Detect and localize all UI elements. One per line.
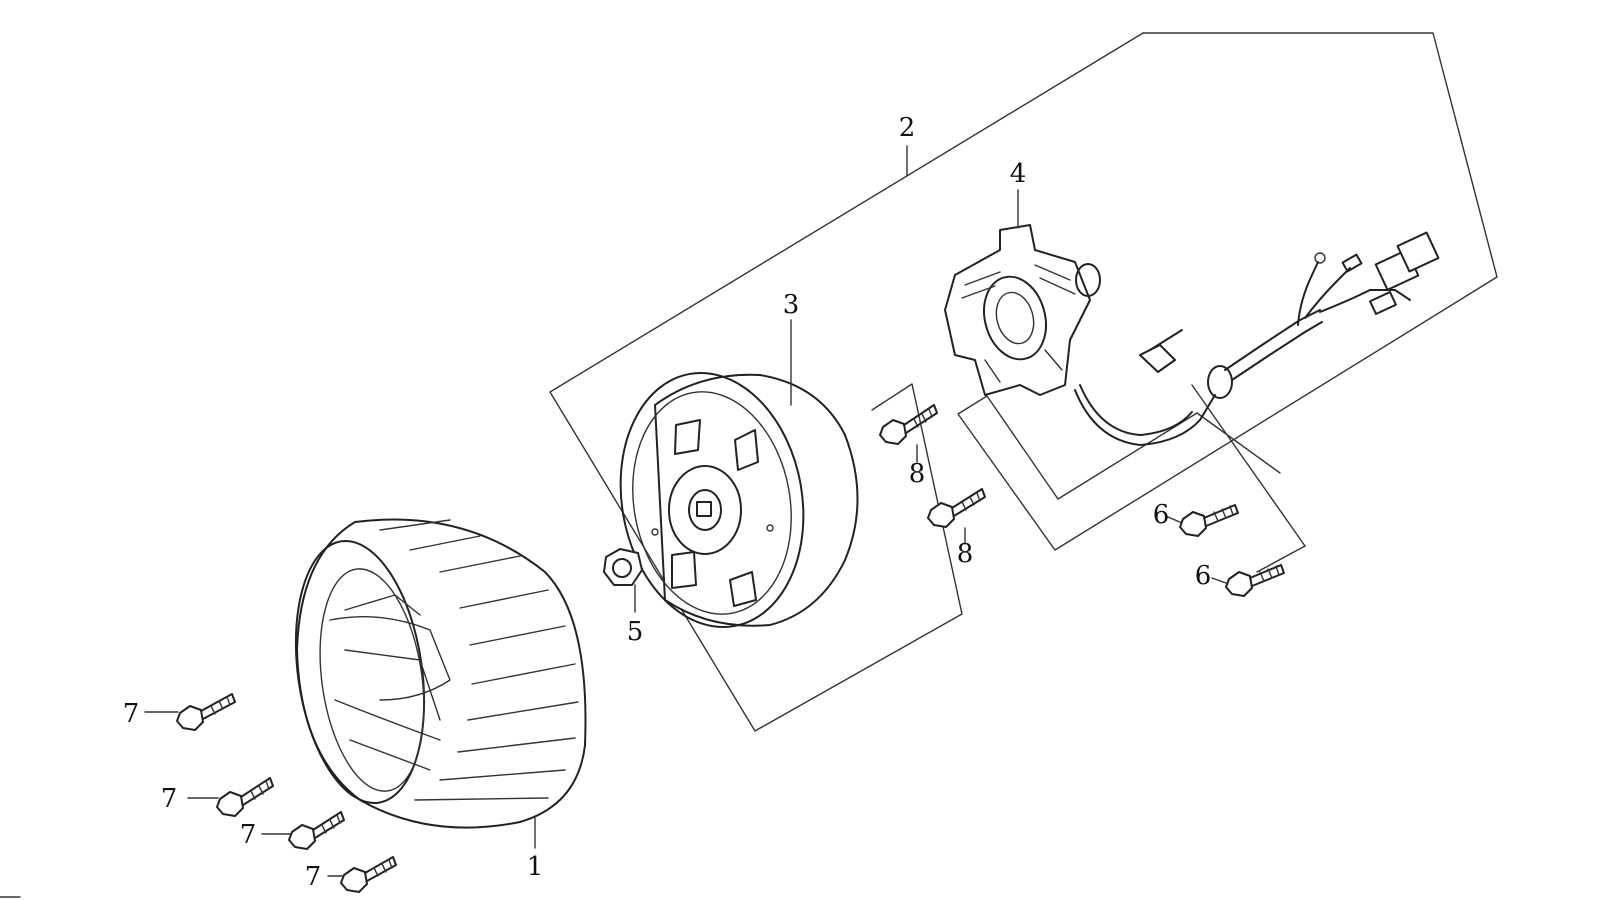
bolt-8-lower bbox=[927, 488, 986, 528]
stator-bolt-upper bbox=[1179, 504, 1239, 537]
callout-7-third: 7 bbox=[240, 820, 257, 850]
stator-with-harness bbox=[944, 224, 1440, 446]
callout-6-upper: 6 bbox=[1153, 500, 1170, 530]
callout-4: 4 bbox=[1010, 159, 1027, 189]
stator-bolt-lower bbox=[1225, 564, 1285, 597]
callout-5: 5 bbox=[627, 617, 644, 647]
cooling-fan bbox=[294, 518, 587, 829]
callout-1: 1 bbox=[527, 852, 544, 882]
callout-8-upper: 8 bbox=[909, 459, 926, 489]
callout-labels: 1 2 3 4 5 6 6 7 7 7 7 8 8 bbox=[123, 113, 1212, 892]
fan-bolt-2 bbox=[216, 777, 274, 817]
fan-bolt-1 bbox=[176, 693, 236, 731]
flywheel-nut bbox=[603, 548, 643, 586]
callout-6-lower: 6 bbox=[1195, 561, 1212, 591]
callout-2: 2 bbox=[899, 113, 916, 143]
callout-8-lower: 8 bbox=[957, 539, 974, 569]
fan-bolt-4 bbox=[340, 856, 397, 893]
callout-7-first: 7 bbox=[123, 699, 140, 729]
leader-lines bbox=[144, 145, 1227, 877]
callout-3: 3 bbox=[783, 290, 800, 320]
callout-7-fourth: 7 bbox=[305, 862, 322, 892]
fan-bolt-3 bbox=[288, 811, 345, 850]
flywheel bbox=[619, 371, 859, 629]
bolt-8-upper bbox=[879, 404, 938, 445]
callout-7-second: 7 bbox=[161, 784, 178, 814]
